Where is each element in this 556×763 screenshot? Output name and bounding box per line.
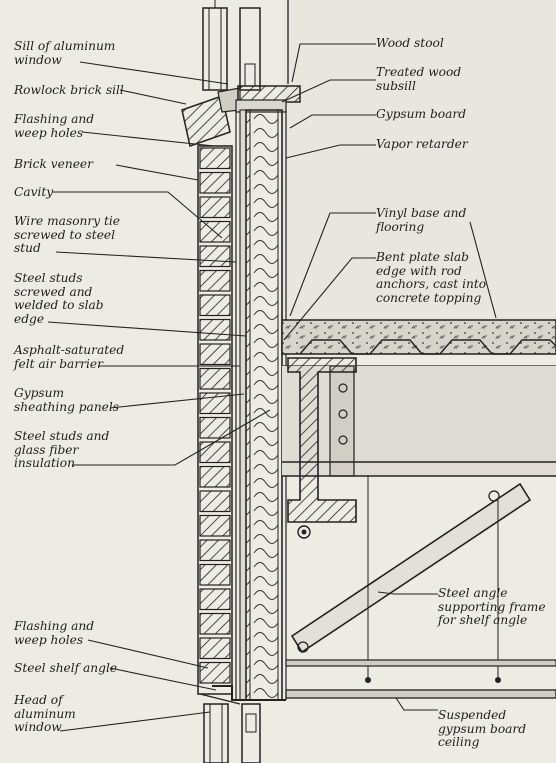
brick-course xyxy=(199,147,231,170)
brick-course xyxy=(199,588,231,611)
brick-course xyxy=(199,269,231,292)
label-flashing-weep-top: Flashing and weep holes xyxy=(14,112,95,140)
brick-course xyxy=(199,367,231,390)
brick-course xyxy=(199,318,231,341)
label-brick-veneer: Brick veneer xyxy=(14,157,93,171)
brick-course xyxy=(199,661,231,684)
brick-courses xyxy=(199,147,231,684)
label-vapor-retarder: Vapor retarder xyxy=(376,137,468,151)
label-gypsum-sheathing: Gypsum sheathing panels xyxy=(14,386,120,414)
label-head-aluminum-window: Head of aluminum window xyxy=(14,693,76,734)
window-sill-frame xyxy=(202,0,289,91)
steel-beam-drawing xyxy=(282,357,556,539)
brick-course xyxy=(199,490,231,513)
brick-course xyxy=(199,637,231,660)
concrete-floor-slab xyxy=(281,319,556,367)
brick-course xyxy=(199,245,231,268)
label-treated-wood-subsill: Treated wood subsill xyxy=(376,65,462,93)
shelf-angle-and-ceiling xyxy=(199,659,556,705)
interior-wall-bg xyxy=(282,0,556,320)
brick-course xyxy=(199,171,231,194)
label-gypsum-board: Gypsum board xyxy=(376,107,466,121)
brick-course xyxy=(199,441,231,464)
brick-course xyxy=(199,612,231,635)
label-bent-plate: Bent plate slab edge with rod anchors, c… xyxy=(376,250,487,305)
brick-course xyxy=(199,563,231,586)
label-cavity: Cavity xyxy=(14,185,54,199)
label-steel-studs-welded: Steel studs screwed and welded to slab e… xyxy=(14,271,104,326)
label-steel-shelf-angle: Steel shelf angle xyxy=(14,661,118,675)
label-suspended-ceiling: Suspended gypsum board ceiling xyxy=(438,708,527,749)
angle-support-frame-drawing xyxy=(290,476,532,683)
brick-course xyxy=(199,343,231,366)
label-asphalt-felt: Asphalt-saturated felt air barrier xyxy=(14,343,125,371)
label-wood-stool: Wood stool xyxy=(376,36,444,50)
label-steel-angle-frame: Steel angle supporting frame for shelf a… xyxy=(438,586,546,627)
brick-course xyxy=(199,514,231,537)
rowlock-brick-sill-drawing xyxy=(181,85,301,147)
brick-course xyxy=(199,294,231,317)
brick-course xyxy=(199,196,231,219)
window-head-frame xyxy=(203,703,261,763)
label-vinyl-base: Vinyl base and flooring xyxy=(376,206,467,234)
label-studs-glass-fiber: Steel studs and glass fiber insulation xyxy=(14,429,110,470)
label-flashing-weep-bottom: Flashing and weep holes xyxy=(14,619,95,647)
label-wire-masonry-tie: Wire masonry tie screwed to steel stud xyxy=(14,214,120,255)
brick-course xyxy=(199,539,231,562)
steel-stud-insulation-drawing xyxy=(245,109,287,701)
brick-course xyxy=(199,416,231,439)
label-rowlock-brick-sill: Rowlock brick sill xyxy=(14,83,124,97)
leader-lines xyxy=(47,43,497,732)
brick-course xyxy=(199,465,231,488)
label-sill-aluminum-window: Sill of aluminum window xyxy=(14,39,116,67)
cavity-and-sheathing xyxy=(235,109,247,701)
